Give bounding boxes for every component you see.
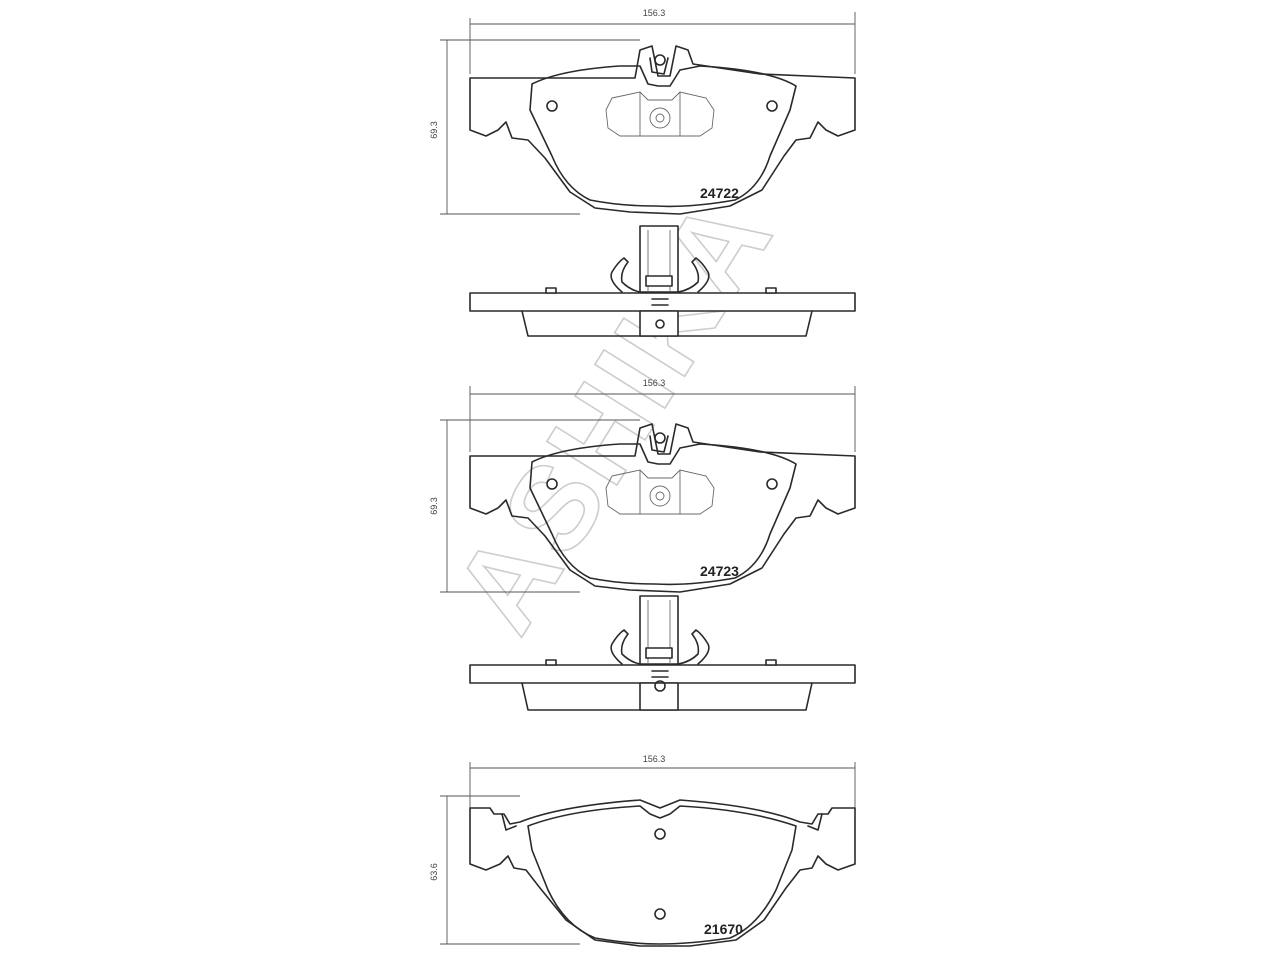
- height-label-2: 69.3: [429, 497, 439, 515]
- width-dimension-2: 156.3: [469, 378, 856, 452]
- part-number-1: 24722: [700, 185, 739, 201]
- backing-plate-2: [469, 423, 856, 593]
- clip-slot-2: [649, 435, 669, 453]
- sensor-circle-1: [649, 107, 671, 129]
- clip-hole-1: [654, 54, 666, 66]
- pad-front-view-3: 156.3 63.6 21670: [429, 754, 856, 947]
- height-dimension-1: 69.3: [429, 39, 640, 215]
- clip-slot-1: [649, 57, 669, 75]
- mount-hole-top-3: [654, 828, 666, 840]
- width-label-2: 156.3: [643, 378, 666, 388]
- sensor-circle-2: [649, 485, 671, 507]
- width-dimension-3: 156.3: [469, 754, 856, 808]
- backing-plate-3: [469, 799, 856, 947]
- pad-side-view-1: [469, 225, 856, 337]
- clip-hole-2: [654, 432, 666, 444]
- width-label-3: 156.3: [643, 754, 666, 764]
- friction-material-2: [529, 443, 797, 586]
- clip-notch-left-3: [501, 813, 517, 831]
- part-number-2: 24723: [700, 563, 739, 579]
- pad-front-view-2: 156.3 69.3 24723: [429, 378, 856, 593]
- pad-side-view-2: [469, 595, 856, 711]
- width-label-1: 156.3: [643, 8, 666, 18]
- friction-material-3: [527, 805, 797, 945]
- width-dimension-1: 156.3: [469, 8, 856, 74]
- height-label-3: 63.6: [429, 863, 439, 881]
- sensor-block-1: [605, 91, 715, 137]
- mount-hole-left-1: [546, 100, 558, 112]
- mount-hole-right-1: [766, 100, 778, 112]
- mount-hole-right-2: [766, 478, 778, 490]
- mount-hole-bottom-3: [654, 908, 666, 920]
- mount-hole-left-2: [546, 478, 558, 490]
- backing-plate-1: [469, 45, 856, 215]
- clip-notch-right-3: [807, 813, 823, 831]
- height-dimension-2: 69.3: [429, 419, 640, 593]
- height-label-1: 69.3: [429, 121, 439, 139]
- sensor-block-2: [605, 469, 715, 515]
- height-dimension-3: 63.6: [429, 795, 580, 945]
- friction-material-1: [529, 65, 797, 208]
- pad-front-view-1: 156.3 69.3 24722: [429, 8, 856, 215]
- part-number-3: 21670: [704, 921, 743, 937]
